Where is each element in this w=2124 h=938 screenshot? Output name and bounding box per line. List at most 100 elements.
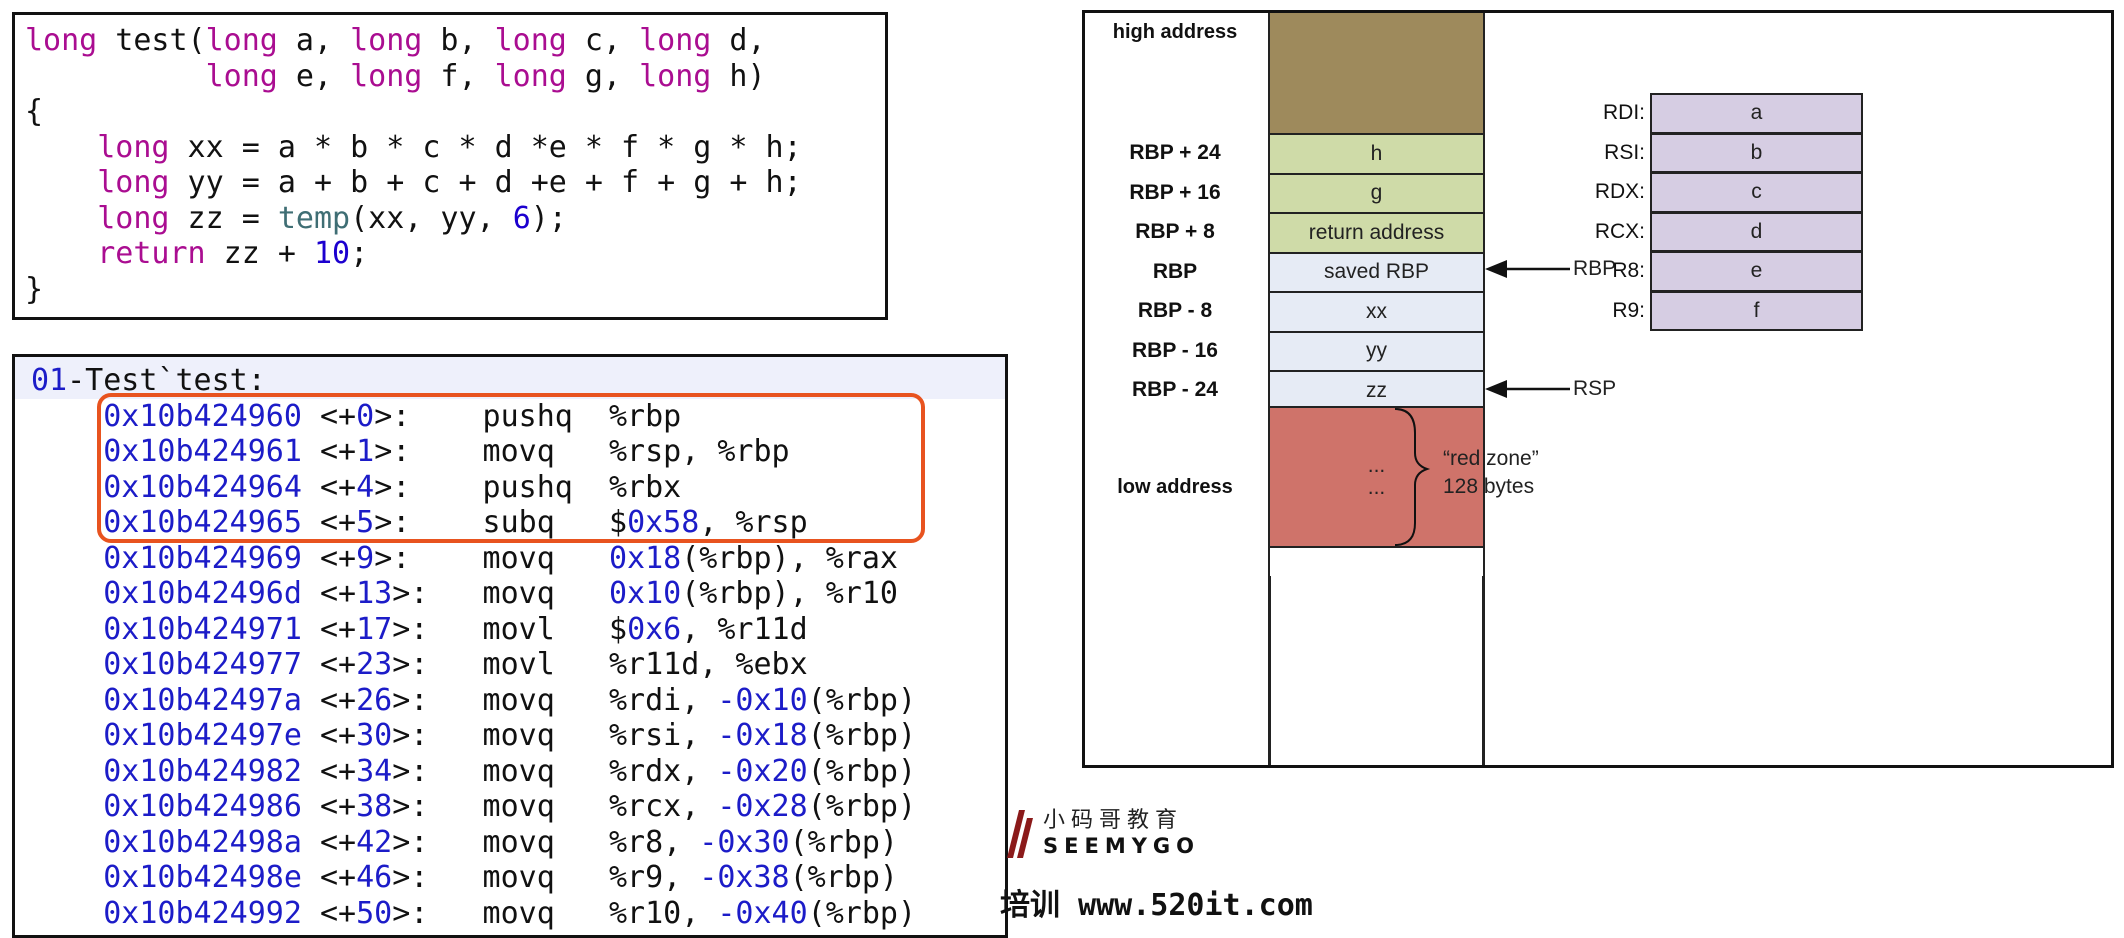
source-token: d, [711, 23, 766, 58]
asm-token: 0x18 [609, 540, 682, 576]
asm-token: >: movq %rdx, [392, 753, 718, 789]
asm-token: 0x10b424977 [103, 647, 302, 682]
register-name: RSI: [1604, 140, 1645, 164]
source-token: zz = [169, 200, 278, 236]
asm-token: -0x20 [717, 753, 808, 789]
asm-token [31, 754, 103, 789]
asm-token [31, 718, 103, 753]
stack-offset-label: RBP - 8 [1137, 299, 1213, 322]
asm-line: 0x10b424992 <+50>: movq %r10, -0x40(%rbp… [31, 896, 916, 932]
asm-token: 0x10b424964 [103, 469, 302, 505]
source-line: { [25, 94, 802, 130]
asm-token: 0x10b424971 [103, 611, 302, 647]
asm-token: , %r11d [681, 611, 808, 647]
asm-token: (%rbp) [807, 682, 917, 718]
asm-token [31, 470, 103, 505]
stack-cell: h [1270, 133, 1483, 173]
asm-token: -0x40 [717, 895, 808, 931]
source-token [25, 201, 97, 236]
asm-line: 0x10b424964 <+4>: pushq %rbx [31, 470, 916, 506]
asm-token: 4 [356, 469, 375, 505]
source-line: return zz + 10; [25, 236, 802, 272]
asm-token: >: movq %rsp, %rbp [374, 434, 790, 469]
source-token: long [25, 23, 98, 58]
asm-token: 0 [356, 398, 375, 434]
asm-token: <+ [301, 469, 357, 505]
asm-token: (%rbp) [789, 824, 898, 860]
source-token: temp [277, 200, 351, 236]
asm-token: 0x10b42498e [103, 860, 302, 895]
source-token: f, [422, 58, 495, 94]
asm-header-token: -Test`test: [67, 363, 266, 398]
asm-token: >: movq [374, 540, 609, 576]
asm-token: 34 [356, 753, 393, 789]
site-footer-text: 培训 www.520it.com [1000, 888, 1313, 923]
asm-token: >: pushq %rbx [374, 469, 682, 505]
asm-token: 0x10 [609, 576, 682, 611]
low-address-label: low address [1117, 476, 1233, 498]
asm-token: (%rbp), %r10 [681, 576, 898, 611]
disassembly-panel: 01-Test`test: 0x10b424960 <+0>: pushq %r… [12, 354, 1008, 938]
source-token: long [350, 58, 423, 94]
asm-token: (%rbp) [807, 895, 917, 931]
source-token: return [97, 236, 206, 271]
source-token: c, [566, 23, 640, 58]
asm-line: 0x10b424960 <+0>: pushq %rbp [31, 399, 916, 435]
asm-token [31, 683, 103, 718]
asm-line: 0x10b42497e <+30>: movq %rsi, -0x18(%rbp… [31, 718, 916, 754]
stack-cell: g [1270, 172, 1483, 212]
red-zone-dots-2: ... [1367, 476, 1386, 499]
stack-offset-label: RBP - 16 [1132, 338, 1218, 362]
asm-header-token: 01 [31, 363, 68, 398]
stack-cell: return address [1270, 212, 1483, 252]
asm-token: 13 [356, 576, 393, 611]
asm-token: <+ [301, 789, 357, 824]
asm-token: <+ [301, 398, 357, 434]
asm-token: (%rbp) [807, 753, 917, 789]
stack-column [1268, 13, 1485, 765]
disassembly-header-bar [15, 357, 1005, 399]
asm-token [31, 647, 103, 682]
asm-token: (%rbp) [807, 718, 917, 753]
source-code-panel: long test(long a, long b, long c, long d… [12, 12, 888, 320]
rbp-arrow-icon [1485, 260, 1570, 278]
asm-token: 5 [356, 505, 375, 540]
source-line: long zz = temp(xx, yy, 6); [25, 201, 802, 237]
asm-token: 30 [356, 718, 393, 753]
asm-token: <+ [301, 860, 357, 895]
stack-bottom-block [1270, 546, 1483, 576]
asm-token: 0x10b42496d [103, 576, 302, 611]
asm-token: <+ [301, 611, 357, 647]
asm-token: 0x10b424992 [103, 895, 302, 931]
register-name: R8: [1612, 259, 1645, 282]
asm-token: <+ [301, 576, 357, 611]
asm-token: 0x10b424965 [103, 505, 302, 540]
source-token: ; [350, 236, 369, 271]
asm-token: >: movq %r8, [392, 824, 700, 860]
asm-token: >: movq %rsi, [392, 718, 718, 753]
logo-english-text: SEEMYGO [1043, 834, 1201, 858]
source-token: yy = a + b + c + d +e + f + g + h; [169, 165, 802, 200]
asm-token: 0x10b424960 [103, 398, 302, 434]
source-token: (xx, yy, [350, 200, 513, 236]
asm-token: 42 [356, 824, 393, 860]
source-token: long [494, 58, 567, 94]
asm-token: >: movq [392, 576, 609, 611]
asm-token: , %rsp [699, 505, 808, 540]
asm-token: 0x10b42497a [103, 682, 302, 718]
source-token: long [205, 23, 278, 58]
rsp-pointer-label: RSP [1573, 377, 1617, 400]
asm-token: <+ [301, 895, 357, 931]
source-token: long [205, 58, 278, 94]
source-token: xx = a * b * c * d *e * f * g * h; [169, 129, 802, 165]
asm-token: >: movq %r10, [392, 895, 718, 931]
asm-token: >: movl $ [392, 611, 628, 647]
stack-cell: xx [1270, 291, 1483, 331]
stack-offset-label: RBP [1152, 259, 1198, 283]
asm-token [31, 860, 103, 895]
asm-token [31, 612, 103, 647]
asm-line: 0x10b424977 <+23>: movl %r11d, %ebx [31, 647, 916, 683]
stack-offset-label: RBP + 8 [1135, 220, 1215, 243]
asm-token [31, 896, 103, 931]
asm-token [31, 789, 103, 824]
